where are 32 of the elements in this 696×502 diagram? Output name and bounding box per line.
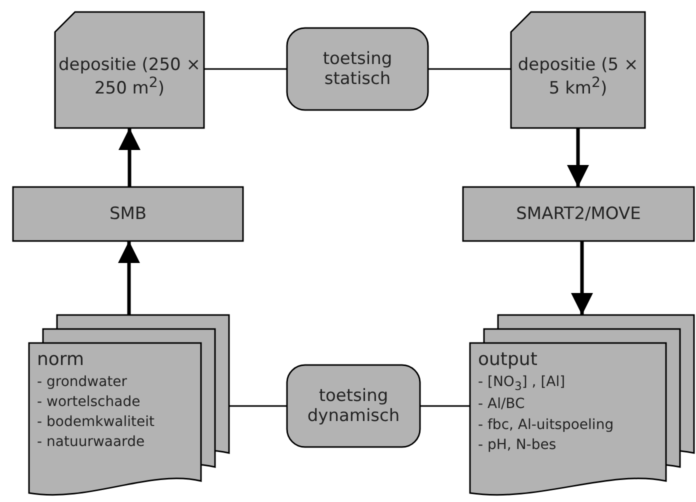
- list-item: - wortelschade: [37, 392, 142, 412]
- node-label: toetsing dynamisch: [306, 386, 401, 426]
- heading-text: output: [478, 349, 538, 372]
- terminator-shape: [287, 28, 428, 110]
- terminator-shape: [287, 365, 420, 447]
- connector-line: [204, 68, 287, 70]
- multi-document-stack: [29, 315, 229, 495]
- multi-document-stack: [470, 315, 694, 495]
- process-box: [13, 187, 243, 241]
- connector-line: [428, 68, 511, 70]
- node-label: depositie (5 × 5 km$^{2}$): [516, 54, 640, 100]
- list-item: - fbc, Al-uitspoeling: [478, 416, 614, 435]
- list-item: - grondwater: [37, 372, 128, 392]
- node-label: SMART2/MOVE: [516, 204, 641, 224]
- connector-line: [420, 405, 470, 407]
- node-label: depositie (250 × 250 m$^{2}$): [57, 54, 202, 100]
- list-item: - Al/BC: [478, 395, 526, 414]
- heading-text: norm: [37, 349, 86, 372]
- node-label: SMB: [109, 204, 147, 224]
- list-item: - bodemkwaliteit: [37, 413, 154, 432]
- document-card: [55, 12, 204, 128]
- process-box: [463, 187, 694, 241]
- list-item: - [NO$_{3}$] , [Al]: [478, 372, 566, 394]
- list-item: - natuurwaarde: [37, 433, 146, 452]
- arrow: [118, 241, 140, 315]
- arrow: [567, 128, 589, 187]
- arrow: [118, 128, 140, 187]
- node-label: toetsing statisch: [322, 48, 394, 90]
- arrow: [571, 241, 593, 315]
- connector-line: [229, 405, 287, 407]
- document-card: [511, 12, 645, 128]
- list-item: - pH, N-bes: [478, 436, 558, 455]
